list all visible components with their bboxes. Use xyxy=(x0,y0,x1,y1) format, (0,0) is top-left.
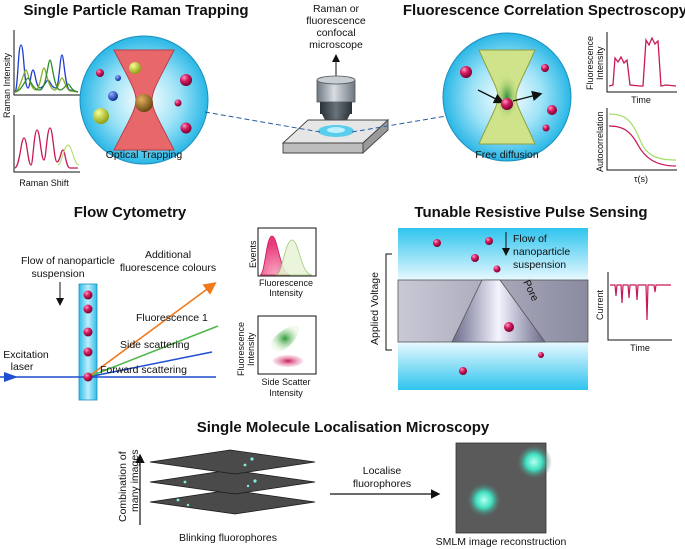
trps-flow-label-2: nanoparticle xyxy=(513,246,570,258)
fluorescence-1-label: Fluorescence 1 xyxy=(136,312,208,324)
trps-flow-label-1: Flow of xyxy=(513,233,547,245)
fcs-y-label-2: Intensity xyxy=(595,46,605,80)
microscope-label-4: microscope xyxy=(309,39,363,51)
smlm-y-label-2: many images xyxy=(129,450,141,512)
flow-scatter-plot xyxy=(257,315,317,375)
free-diffusion-label: Free diffusion xyxy=(475,149,539,161)
scatter-y-label-2: Intensity xyxy=(246,332,256,366)
smlm-reconstruction-image xyxy=(455,442,552,534)
connector-left xyxy=(204,111,321,133)
side-scatter-line xyxy=(87,351,213,378)
laser-arrowhead xyxy=(4,372,18,382)
raman-y-label: Raman Intensity xyxy=(2,52,12,118)
raman-x-label: Raman Shift xyxy=(19,178,69,188)
current-x-label: Time xyxy=(630,343,650,353)
raman-spectrum-top xyxy=(13,30,80,96)
scatter-y-label-1: Fluorescence xyxy=(236,322,246,376)
reconstruction-label: SMLM image reconstruction xyxy=(436,536,567,548)
optical-trapping-sphere xyxy=(79,35,209,165)
trps-pore-diagram xyxy=(397,228,589,390)
trps-flow-label-3: suspension xyxy=(513,259,566,271)
title-fcs: Fluorescence Correlation Spectroscopy xyxy=(403,2,685,19)
fluorescence-1-line xyxy=(87,325,219,378)
additional-colours-arrow xyxy=(87,282,217,378)
image-stack xyxy=(149,449,316,515)
forward-scatter-label: Forward scattering xyxy=(100,364,187,376)
title-trps: Tunable Resistive Pulse Sensing xyxy=(414,204,647,221)
title-raman: Single Particle Raman Trapping xyxy=(23,2,248,19)
microscope-label-1: Raman or xyxy=(313,3,360,15)
scatter-x-label-2: Intensity xyxy=(269,388,303,398)
optical-trapping-label: Optical Trapping xyxy=(106,149,183,161)
hist-x-label-1: Fluorescence xyxy=(259,278,313,288)
flow-focus-particle xyxy=(83,372,93,382)
additional-label-2: fluorescence colours xyxy=(120,262,216,274)
free-diffusion-sphere xyxy=(442,32,572,162)
fcs-x-label: Time xyxy=(631,95,651,105)
microscope-objective xyxy=(316,75,356,124)
blinking-label: Blinking fluorophores xyxy=(179,532,277,544)
scatter-x-label-1: Side Scatter xyxy=(261,377,310,387)
microscope-label-3: confocal xyxy=(316,27,355,39)
flow-label-2: suspension xyxy=(31,268,84,280)
localise-label-1: Localise xyxy=(363,465,402,477)
current-trace-plot xyxy=(607,272,672,341)
current-label: Current xyxy=(595,289,605,320)
flow-histogram xyxy=(257,227,317,277)
fcs-y-label-1: Fluorescence xyxy=(585,36,595,90)
localise-label-2: fluorophores xyxy=(353,478,411,490)
sample-stage xyxy=(281,118,390,155)
side-scatter-label: Side scattering xyxy=(120,339,190,351)
trapped-particle xyxy=(135,94,153,112)
hist-x-label-2: Intensity xyxy=(269,288,303,298)
title-smlm: Single Molecule Localisation Microscopy xyxy=(197,419,490,436)
fcs-autocorr-x-label: τ(s) xyxy=(634,174,648,184)
applied-voltage-label: Applied Voltage xyxy=(369,272,381,345)
fcs-intensity-plot xyxy=(606,32,677,93)
smlm-y-label-1: Combination of xyxy=(117,451,129,522)
title-flow-cytometry: Flow Cytometry xyxy=(74,204,187,221)
excitation-label-2: laser xyxy=(11,361,34,373)
flow-label-1: Flow of nanoparticle xyxy=(21,255,115,267)
additional-label-1: Additional xyxy=(145,249,191,261)
excitation-label-1: Excitation xyxy=(3,349,49,361)
raman-spectrum-bottom xyxy=(13,115,80,173)
events-label: Events xyxy=(248,240,258,268)
fcs-autocorrelation-plot xyxy=(606,108,677,171)
microscope-label-2: fluorescence xyxy=(306,15,366,27)
voltage-bracket xyxy=(385,253,392,351)
fcs-autocorr-y-label: Autocorrelation xyxy=(595,111,605,172)
flow-tube xyxy=(78,283,98,401)
